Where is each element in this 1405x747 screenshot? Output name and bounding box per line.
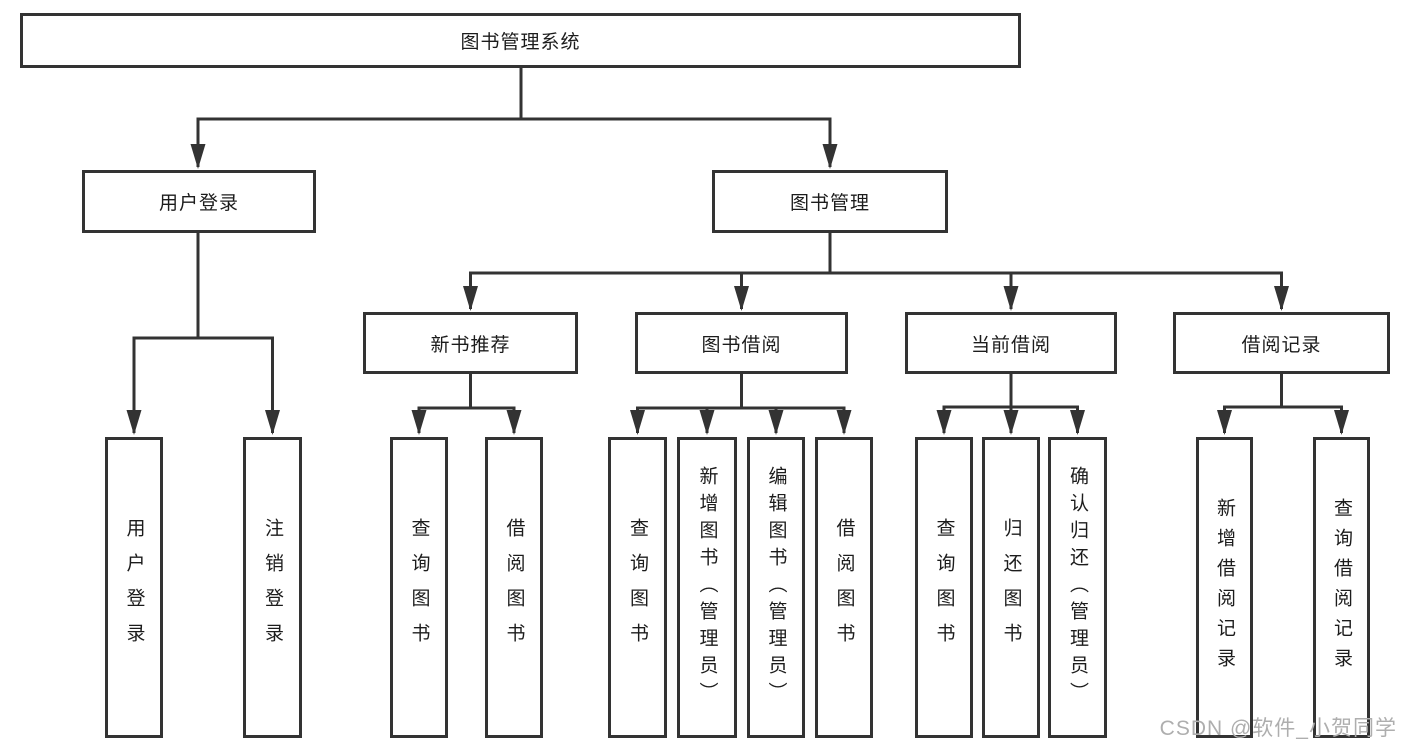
leaf-add-borrow-record-label: 新增借阅记录	[1214, 497, 1235, 678]
leaf-edit-book-admin-label: 编辑图书（管理员）	[765, 466, 787, 709]
leaf-confirm-return-admin-label: 确认归还（管理员）	[1067, 466, 1088, 709]
node-book-borrowing: 图书借阅	[635, 312, 848, 374]
leaf-logout: 注销登录	[243, 437, 302, 738]
leaf-logout-label: 注销登录	[262, 517, 283, 658]
node-current-borrowing: 当前借阅	[905, 312, 1117, 374]
leaf-add-book-admin: 新增图书（管理员）	[677, 437, 737, 738]
node-book-management-label: 图书管理	[789, 193, 870, 214]
leaf-add-borrow-record: 新增借阅记录	[1196, 437, 1253, 738]
leaf-borrow-books-recommend: 借阅图书	[485, 437, 543, 738]
node-current-borrowing-label: 当前借阅	[970, 334, 1051, 356]
leaf-add-book-admin-label: 新增图书（管理员）	[696, 466, 718, 709]
node-borrowing-records-label: 借阅记录	[1241, 334, 1322, 356]
leaf-query-borrow-record-label: 查询借阅记录	[1331, 497, 1352, 678]
node-borrowing-records: 借阅记录	[1173, 312, 1390, 374]
leaf-query-books-current: 查询图书	[915, 437, 973, 738]
leaf-borrow-books-recommend-label: 借阅图书	[503, 517, 525, 658]
leaf-return-books-label: 归还图书	[1000, 517, 1022, 658]
node-book-borrowing-label: 图书借阅	[701, 334, 782, 356]
leaf-query-books-current-label: 查询图书	[933, 517, 955, 658]
node-library-management-system-label: 图书管理系统	[460, 32, 581, 53]
leaf-query-books-recommend-label: 查询图书	[408, 517, 430, 658]
node-book-management: 图书管理	[712, 170, 948, 233]
leaf-return-books: 归还图书	[982, 437, 1040, 738]
node-library-management-system: 图书管理系统	[20, 13, 1021, 68]
leaf-query-books-borrow-label: 查询图书	[627, 517, 648, 658]
node-user-login: 用户登录	[82, 170, 316, 233]
watermark: CSDN @软件_小贺同学	[1159, 717, 1397, 740]
leaf-query-books-borrow: 查询图书	[608, 437, 667, 738]
node-new-book-recommendation-label: 新书推荐	[430, 334, 511, 356]
leaf-borrow-books-label: 借阅图书	[833, 517, 855, 658]
leaf-borrow-books: 借阅图书	[815, 437, 873, 738]
leaf-user-login: 用户登录	[105, 437, 163, 738]
leaf-edit-book-admin: 编辑图书（管理员）	[747, 437, 805, 738]
leaf-query-borrow-record: 查询借阅记录	[1313, 437, 1370, 738]
leaf-user-login-label: 用户登录	[123, 517, 145, 658]
node-new-book-recommendation: 新书推荐	[363, 312, 578, 374]
leaf-confirm-return-admin: 确认归还（管理员）	[1048, 437, 1107, 738]
leaf-query-books-recommend: 查询图书	[390, 437, 448, 738]
node-user-login-label: 用户登录	[158, 193, 239, 214]
